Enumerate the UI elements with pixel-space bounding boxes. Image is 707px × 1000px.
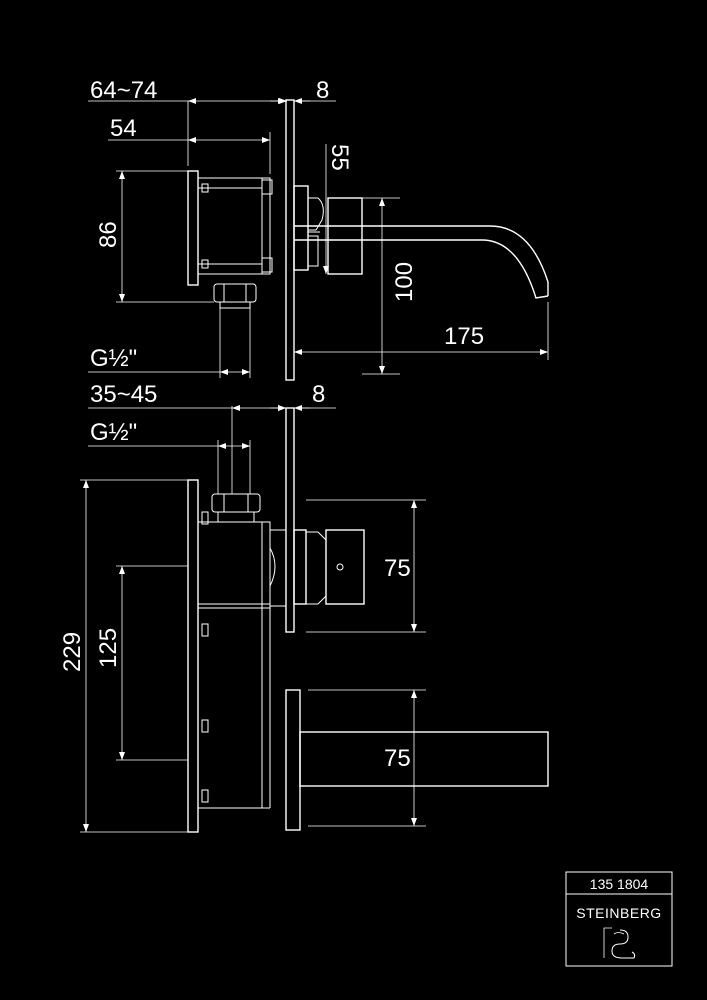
front-mount-plate bbox=[187, 479, 199, 833]
dim-body-depth: 54 bbox=[110, 115, 137, 142]
front-wall-plate-lower bbox=[285, 689, 301, 831]
front-wall-plate-upper bbox=[285, 407, 295, 633]
brand-name: STEINBERG bbox=[576, 905, 661, 921]
front-handle bbox=[325, 529, 365, 605]
dim-spout-plate: 75 bbox=[384, 745, 411, 772]
dim-plate-thickness: 8 bbox=[316, 77, 329, 104]
front-view: 35~45 8 G½" 229 125 75 75 bbox=[59, 381, 549, 833]
dim-connection-front: G½" bbox=[90, 419, 137, 446]
dim-connection-side: G½" bbox=[90, 345, 137, 372]
side-spout-collar bbox=[327, 197, 363, 275]
dim-spout-offset: 55 bbox=[326, 144, 353, 171]
dim-handle-plate: 75 bbox=[384, 555, 411, 582]
dim-depth-range: 64~74 bbox=[90, 77, 157, 104]
front-handle-base bbox=[293, 529, 307, 605]
dim-body-height: 86 bbox=[95, 221, 122, 248]
side-connector-nut bbox=[213, 283, 257, 303]
side-wall-plate bbox=[285, 99, 295, 381]
side-mount-plate bbox=[187, 170, 199, 286]
side-spout-top bbox=[294, 225, 549, 296]
side-body bbox=[197, 177, 271, 275]
dim-front-depth-range: 35~45 bbox=[90, 381, 157, 408]
front-connector-nut bbox=[211, 493, 261, 513]
dim-front-plate-thickness: 8 bbox=[312, 381, 325, 408]
dim-spout-length: 175 bbox=[444, 323, 484, 350]
dim-total-height: 229 bbox=[59, 632, 86, 672]
side-rosette bbox=[293, 185, 309, 271]
front-body-upper bbox=[198, 521, 276, 605]
brand-logo-icon bbox=[603, 927, 636, 959]
side-spout-bottom bbox=[294, 239, 549, 299]
title-block: 135 1804 STEINBERG bbox=[565, 871, 673, 967]
dim-inner-height: 125 bbox=[95, 628, 122, 668]
product-code: 135 1804 bbox=[590, 876, 649, 892]
side-view: 64~74 8 54 55 86 100 175 G½" bbox=[88, 77, 549, 381]
dim-spout-height: 100 bbox=[391, 262, 418, 302]
front-spout bbox=[299, 731, 549, 787]
front-handle-screw bbox=[336, 563, 344, 571]
